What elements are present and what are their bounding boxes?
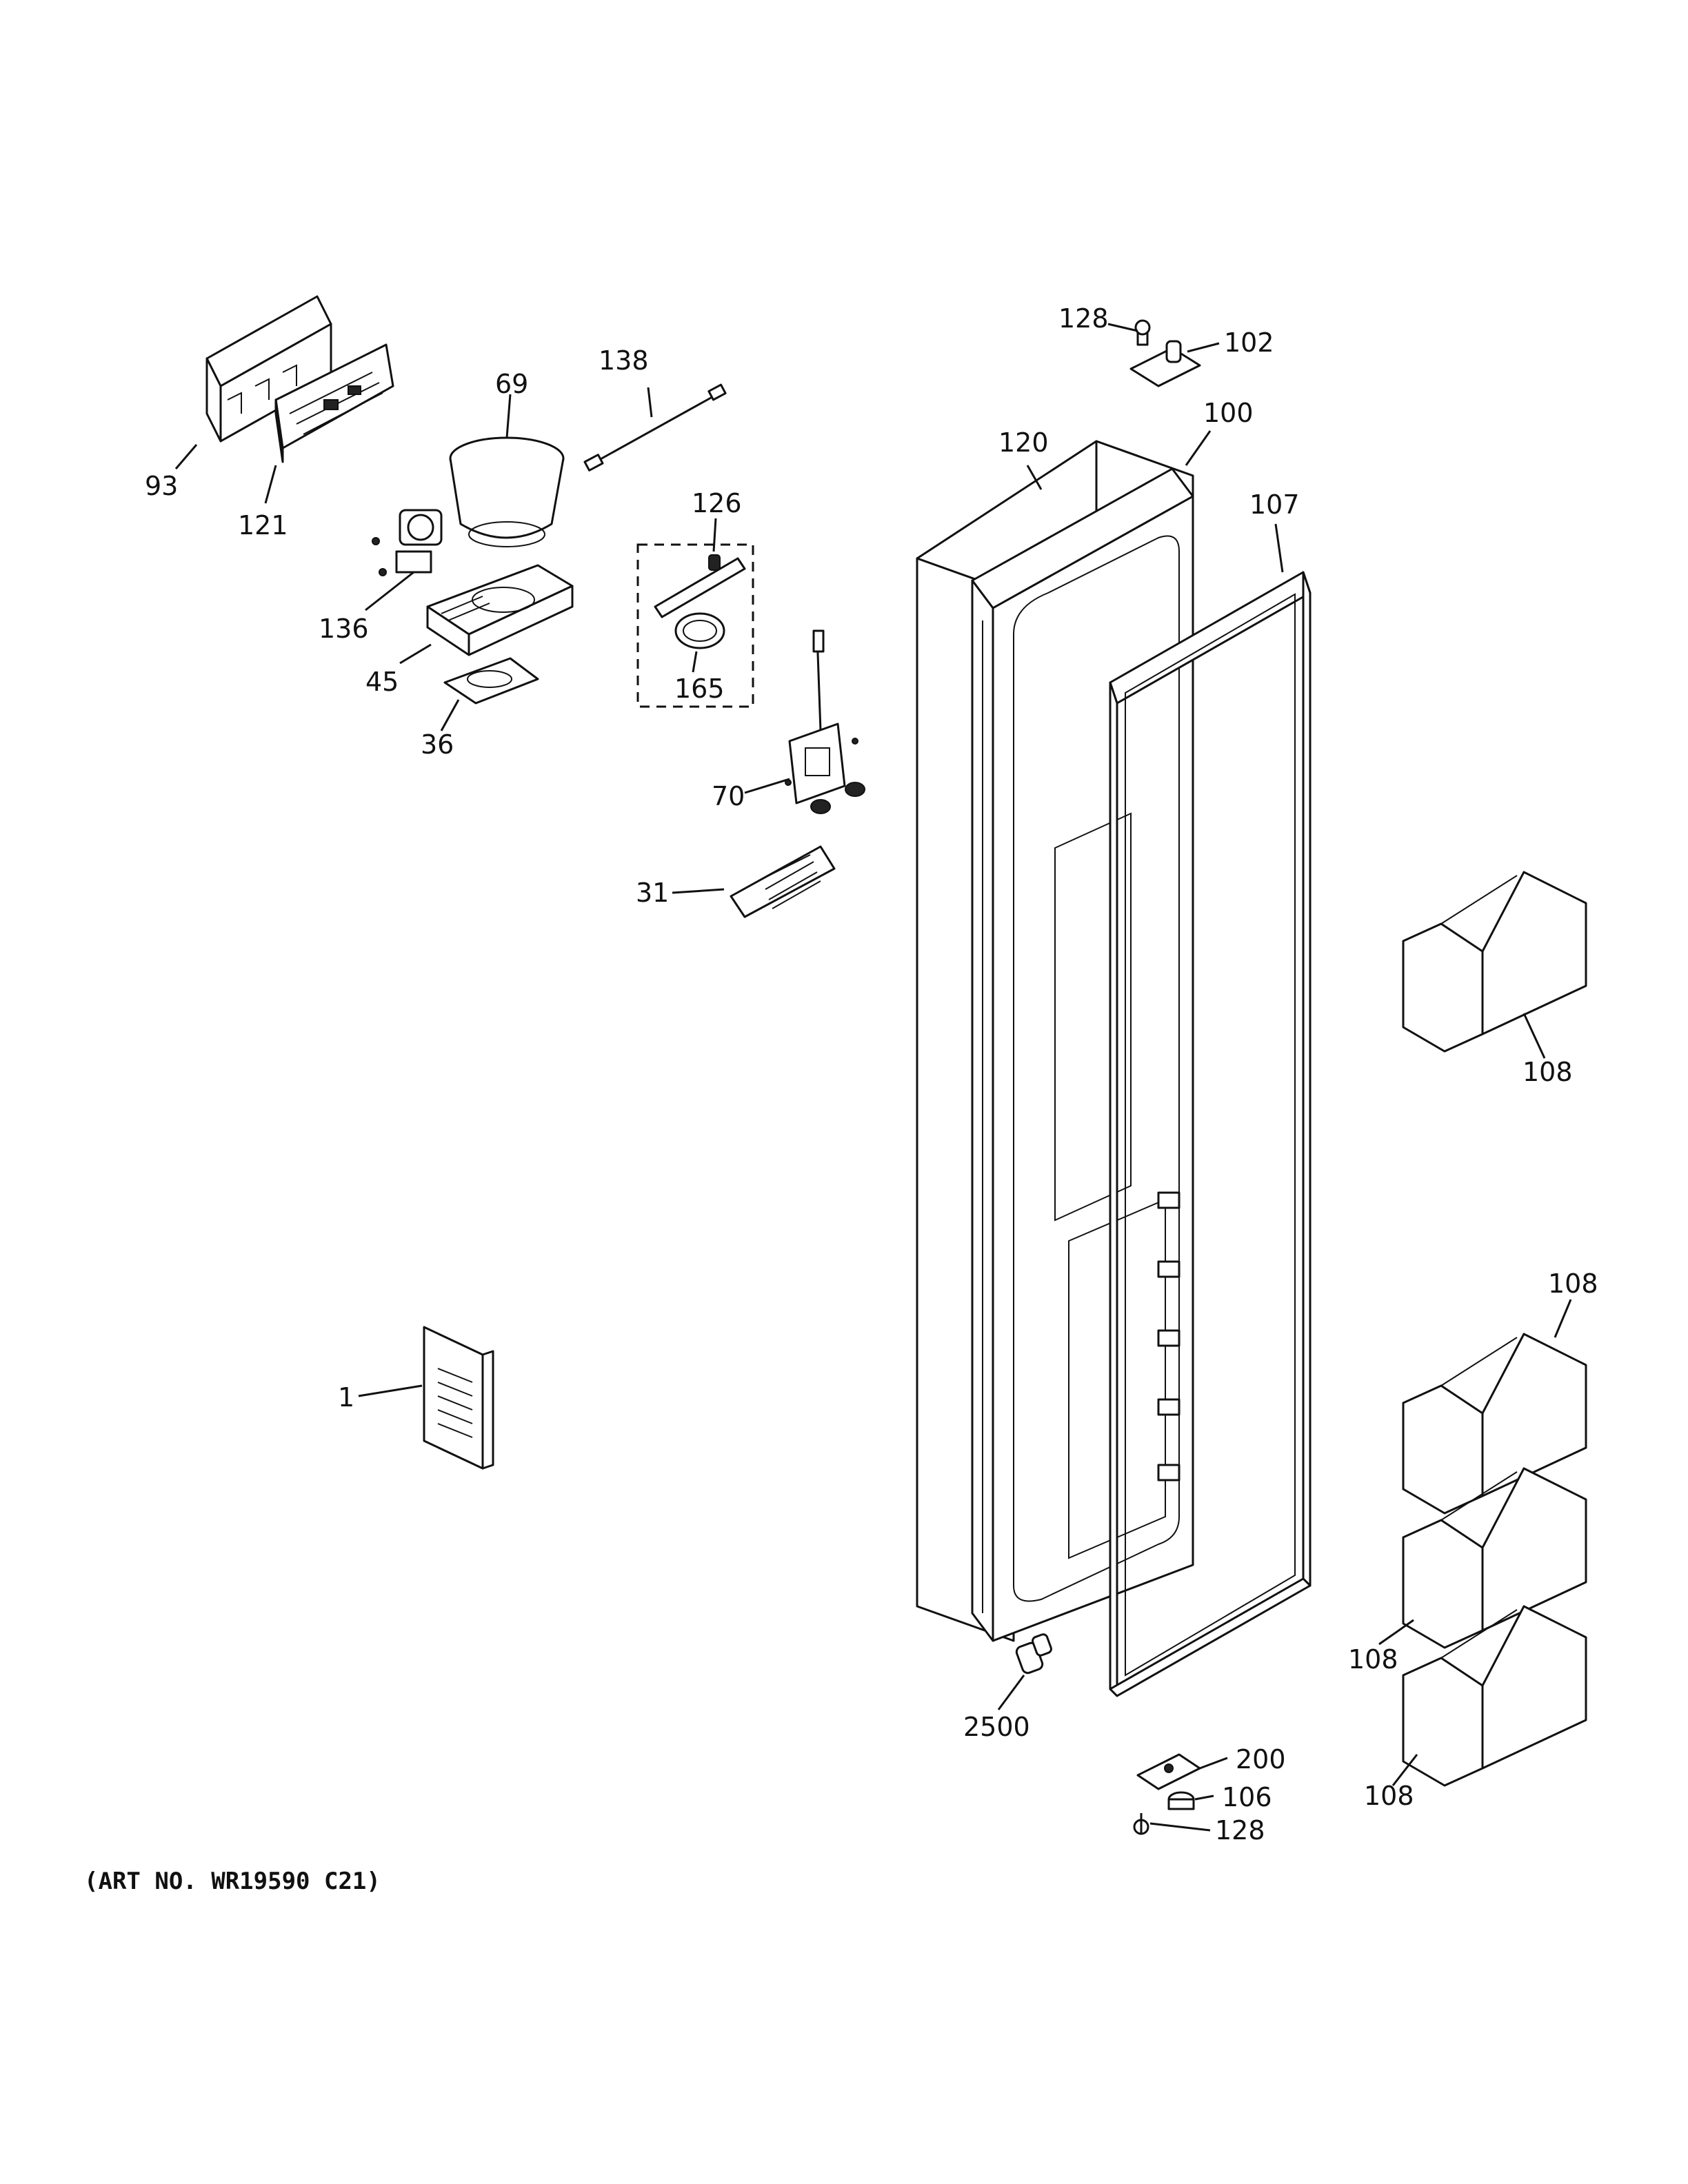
callout-69: 69 bbox=[495, 369, 528, 399]
control-board-housing bbox=[205, 295, 332, 443]
callout-31: 31 bbox=[636, 878, 669, 908]
control-board bbox=[274, 343, 394, 463]
bracket bbox=[443, 657, 539, 705]
water-fitting bbox=[1015, 1633, 1052, 1675]
top-hinge bbox=[1129, 319, 1201, 387]
callout-107: 107 bbox=[1249, 489, 1300, 520]
callout-128-bottom: 128 bbox=[1215, 1815, 1265, 1846]
callout-70: 70 bbox=[712, 781, 745, 811]
callout-100: 100 bbox=[1203, 398, 1254, 428]
art-number: (ART NO. WR19590 C21) bbox=[84, 1868, 381, 1895]
callout-120: 120 bbox=[998, 427, 1049, 458]
callout-121: 121 bbox=[238, 510, 288, 540]
callout-138: 138 bbox=[599, 345, 649, 376]
water-tube-assembly bbox=[654, 557, 746, 649]
callout-102: 102 bbox=[1224, 327, 1274, 358]
callout-128-top: 128 bbox=[1058, 303, 1109, 334]
door-gasket bbox=[1109, 571, 1312, 1697]
drip-tray bbox=[730, 845, 836, 918]
door-bin-3 bbox=[1402, 1467, 1587, 1649]
door-bin-4 bbox=[1402, 1605, 1587, 1787]
callout-45: 45 bbox=[365, 667, 399, 697]
callout-2500: 2500 bbox=[963, 1712, 1030, 1742]
door-liner bbox=[971, 467, 1194, 1642]
callout-136: 136 bbox=[319, 614, 369, 644]
solenoid bbox=[708, 554, 721, 571]
owners-manual bbox=[423, 1326, 494, 1470]
optional-parts-box bbox=[636, 543, 754, 708]
wire-harness bbox=[583, 383, 727, 472]
callout-108-a: 108 bbox=[1523, 1057, 1573, 1087]
callout-1: 1 bbox=[338, 1382, 354, 1413]
dispenser-housing bbox=[426, 564, 574, 656]
hinge-bushing bbox=[1167, 1791, 1195, 1810]
callout-200: 200 bbox=[1236, 1744, 1286, 1775]
callout-126: 126 bbox=[692, 488, 742, 518]
callout-106: 106 bbox=[1222, 1782, 1272, 1812]
callout-165: 165 bbox=[674, 674, 725, 704]
callout-108-c: 108 bbox=[1348, 1644, 1398, 1675]
dispenser-switch bbox=[785, 629, 865, 814]
ice-chute bbox=[449, 436, 565, 547]
leader-lines bbox=[174, 323, 1572, 1832]
door-bin-1 bbox=[1402, 871, 1587, 1053]
hinge-screw bbox=[1133, 1813, 1149, 1835]
door-bin-2 bbox=[1402, 1333, 1587, 1515]
callout-108-d: 108 bbox=[1364, 1781, 1414, 1811]
callout-108-b: 108 bbox=[1548, 1268, 1598, 1299]
callout-93: 93 bbox=[145, 471, 178, 501]
callout-36: 36 bbox=[421, 729, 454, 760]
bottom-hinge bbox=[1136, 1753, 1201, 1790]
door-shelf-tabs bbox=[1157, 1191, 1180, 1482]
motor bbox=[372, 509, 443, 576]
